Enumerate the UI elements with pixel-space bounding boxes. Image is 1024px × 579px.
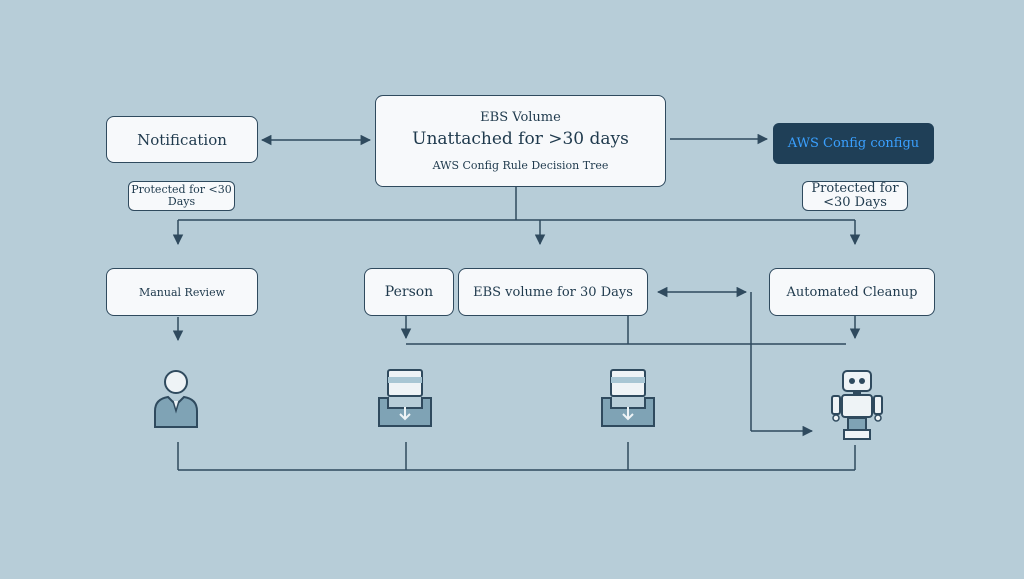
ebs-30-days-node: EBS volume for 30 Days — [458, 268, 648, 316]
aws-config-node: AWS Config configu — [773, 123, 934, 164]
manual-review-label: Manual Review — [138, 285, 225, 299]
protected-left-tag: Protected for <30 Days — [128, 181, 235, 211]
unattached-label: Unattached for >30 days — [412, 129, 629, 149]
ebs-volume-node: EBS Volume Unattached for >30 days AWS C… — [375, 95, 666, 187]
protected-left-line1: Protected for <30 — [131, 182, 232, 196]
person-label: Person — [384, 284, 434, 300]
automated-cleanup-label: Automated Cleanup — [786, 284, 918, 300]
robot-icon — [831, 370, 883, 440]
rule-tree-label: AWS Config Rule Decision Tree — [432, 159, 609, 172]
protected-right-line2: <30 Days — [823, 195, 887, 210]
ebs-30-days-label: EBS volume for 30 Days — [473, 284, 633, 300]
person-icon — [154, 370, 198, 428]
notification-label: Notification — [137, 130, 227, 149]
manual-review-node: Manual Review — [106, 268, 258, 316]
automated-cleanup-node: Automated Cleanup — [769, 268, 935, 316]
notification-node: Notification — [106, 116, 258, 163]
protected-right-line1: Protected for — [811, 180, 899, 196]
person-node: Person — [364, 268, 454, 316]
aws-config-label: AWS Config configu — [787, 136, 920, 151]
protected-left-line2: Days — [167, 195, 196, 208]
storage-volume-icon — [601, 369, 655, 427]
protected-right-tag: Protected for <30 Days — [802, 181, 908, 211]
storage-volume-icon — [378, 369, 432, 427]
ebs-volume-title: EBS Volume — [480, 110, 561, 125]
